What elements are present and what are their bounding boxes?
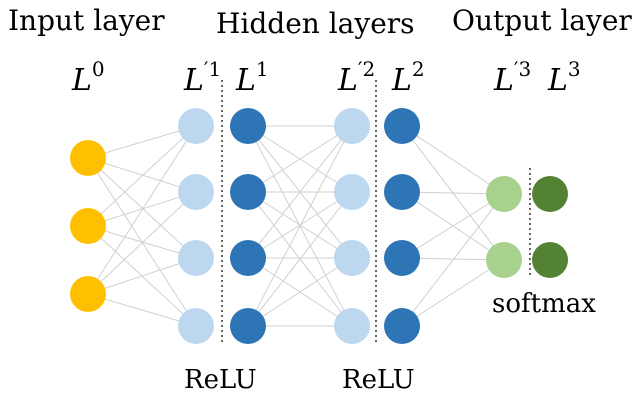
layer-label-base: L	[547, 63, 568, 98]
layer-label-Lp1: L′1	[183, 57, 221, 98]
neuron-node-layer-2	[230, 240, 266, 276]
layer-label-Lp3: L′3	[493, 57, 531, 98]
neuron-node-layer-2	[230, 108, 266, 144]
connection-edge	[401, 125, 505, 195]
layer-label-L0: L0	[71, 57, 105, 98]
connection-edge	[87, 125, 197, 159]
neuron-node-layer-5	[486, 242, 522, 278]
layer-label-base: L	[391, 63, 412, 98]
connection-edge	[87, 157, 197, 259]
connection-edge	[87, 257, 197, 295]
neuron-node-layer-6	[532, 176, 568, 212]
neuron-node-layer-3	[334, 174, 370, 210]
neuron-node-layer-5	[486, 176, 522, 212]
connection-edge	[247, 191, 353, 327]
layer-label-base: L	[71, 63, 92, 98]
neuron-node-layer-2	[230, 308, 266, 344]
layer-label-base: L	[183, 63, 204, 98]
neuron-node-layer-6	[532, 242, 568, 278]
connection-edge	[401, 193, 505, 259]
connection-edge	[247, 257, 353, 327]
connection-edge	[87, 191, 197, 227]
neuron-node-layer-0	[70, 208, 106, 244]
layer-label-superscript: ′1	[204, 57, 221, 81]
neuron-node-layer-2	[230, 174, 266, 210]
neuron-node-layer-1	[178, 240, 214, 276]
activation-label-relu-1: ReLU	[184, 365, 257, 395]
connection-edge	[247, 125, 353, 259]
connection-edge	[87, 125, 197, 295]
neuron-node-layer-3	[334, 308, 370, 344]
connection-edge	[401, 259, 505, 327]
layer-label-base: L	[493, 63, 514, 98]
layer-label-L1: L1	[235, 57, 269, 98]
connection-edges	[87, 125, 505, 327]
hidden-layers-title: Hidden layers	[216, 7, 415, 40]
neuron-node-layer-0	[70, 276, 106, 312]
activation-label-softmax: softmax	[492, 289, 596, 319]
connection-edge	[247, 125, 353, 327]
neuron-node-layer-4	[384, 240, 420, 276]
activation-label-relu-2: ReLU	[342, 365, 415, 395]
layer-label-L3: L3	[547, 57, 581, 98]
layer-label-superscript: ′3	[514, 57, 531, 81]
network-nodes	[70, 108, 568, 344]
neuron-node-layer-4	[384, 174, 420, 210]
connection-edge	[247, 125, 353, 193]
neuron-node-layer-1	[178, 308, 214, 344]
connection-edge	[87, 225, 197, 259]
neuron-node-layer-1	[178, 108, 214, 144]
layer-label-Lp2: L′2	[337, 57, 375, 98]
neuron-node-layer-4	[384, 308, 420, 344]
neuron-node-layer-0	[70, 140, 106, 176]
output-layer-title: Output layer	[452, 4, 632, 37]
neuron-node-layer-4	[384, 108, 420, 144]
neuron-node-layer-3	[334, 240, 370, 276]
input-layer-title: Input layer	[8, 4, 165, 37]
layer-label-base: L	[337, 63, 358, 98]
connection-edge	[87, 125, 197, 227]
connection-edge	[87, 191, 197, 295]
connection-edge	[401, 193, 505, 327]
neuron-node-layer-3	[334, 108, 370, 144]
layer-label-base: L	[235, 63, 256, 98]
neuron-node-layer-1	[178, 174, 214, 210]
connection-edge	[87, 157, 197, 193]
layer-label-superscript: 0	[92, 57, 105, 81]
connection-edge	[87, 293, 197, 327]
layer-label-superscript: ′2	[358, 57, 375, 81]
layer-label-superscript: 2	[412, 57, 425, 81]
layer-label-superscript: 1	[256, 57, 269, 81]
layer-label-L2: L2	[391, 57, 425, 98]
layer-label-superscript: 3	[568, 57, 581, 81]
